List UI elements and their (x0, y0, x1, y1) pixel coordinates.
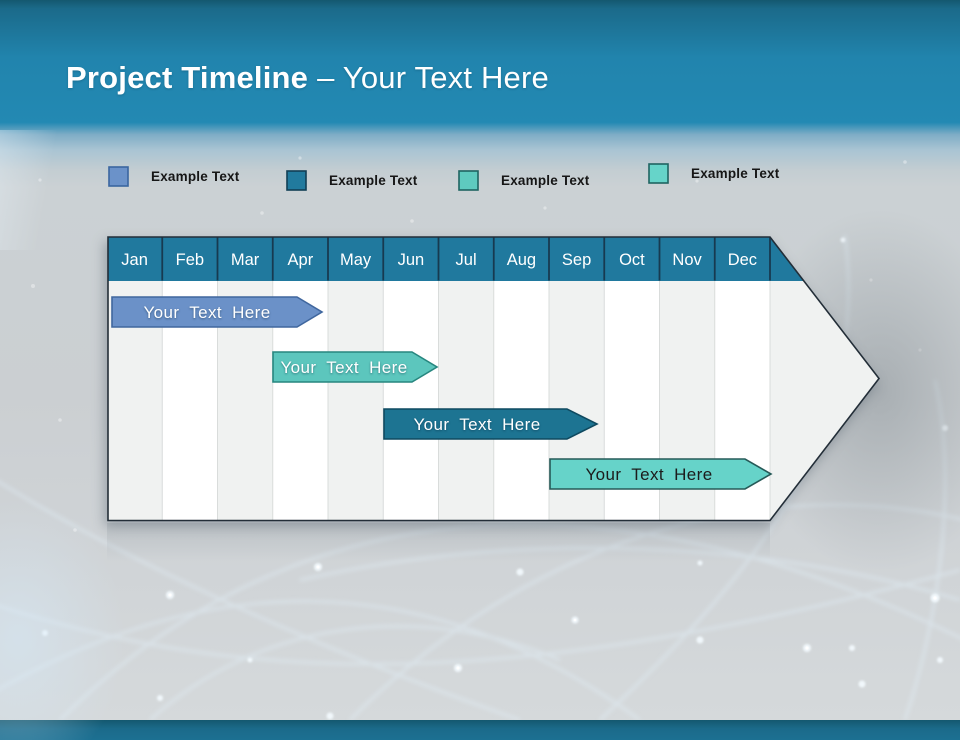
month-label-jul: Jul (456, 251, 477, 269)
legend-swatch-icon (458, 170, 479, 191)
swatch-rect (286, 170, 307, 191)
swatch-rect (458, 170, 479, 191)
title-subtext: – Your Text Here (317, 60, 549, 95)
legend-label: Example Text (151, 169, 240, 184)
timeline-bar-1[interactable] (111, 296, 324, 328)
timeline-bar-1-label[interactable]: Your Text Here (143, 303, 270, 322)
legend-item-4[interactable]: Example Text (648, 163, 779, 184)
month-label-jun: Jun (398, 251, 425, 269)
gantt-bars: Your Text Here Your Text Here Your Text … (111, 296, 773, 490)
month-label-feb: Feb (176, 251, 204, 269)
legend-swatch-icon (286, 170, 307, 191)
table-reflection (107, 523, 770, 565)
swatch-rect (648, 163, 669, 184)
page-title[interactable]: Project Timeline– Your Text Here (66, 60, 549, 96)
month-label-aug: Aug (507, 251, 536, 269)
month-header-band (108, 237, 805, 281)
month-label-dec: Dec (728, 251, 757, 269)
legend-label: Example Text (501, 173, 590, 188)
light-ray (0, 130, 70, 250)
month-header-dividers (161, 237, 771, 281)
timeline-bar-4-label[interactable]: Your Text Here (585, 465, 712, 484)
month-label-may: May (340, 251, 372, 269)
legend-item-2[interactable]: Example Text (286, 170, 417, 191)
legend-label: Example Text (329, 173, 418, 188)
timeline-chart: Jan Feb Mar Apr May Jun Jul Aug Sep Oct … (107, 236, 881, 522)
swatch-rect (108, 166, 129, 187)
month-label-mar: Mar (231, 251, 260, 269)
legend-label: Example Text (691, 166, 780, 181)
timeline-bar-2-label[interactable]: Your Text Here (280, 358, 407, 377)
timeline-bar-2[interactable] (272, 351, 439, 383)
column-separators (161, 281, 771, 520)
legend-item-1[interactable]: Example Text (108, 166, 239, 187)
month-label-apr: Apr (288, 251, 314, 269)
timeline-outline (107, 236, 881, 522)
month-labels: Jan Feb Mar Apr May Jun Jul Aug Sep Oct … (121, 251, 757, 269)
legend-swatch-icon (108, 166, 129, 187)
timeline-bar-3[interactable] (383, 408, 599, 440)
month-label-sep: Sep (562, 251, 591, 269)
month-label-jan: Jan (121, 251, 148, 269)
legend-item-3[interactable]: Example Text (458, 170, 589, 191)
timeline-bar-3-label[interactable]: Your Text Here (413, 415, 540, 434)
legend-swatch-icon (648, 163, 669, 184)
month-label-oct: Oct (619, 251, 645, 269)
month-label-nov: Nov (672, 251, 702, 269)
title-bold: Project Timeline (66, 60, 309, 95)
timeline-bar-4[interactable] (549, 458, 773, 490)
